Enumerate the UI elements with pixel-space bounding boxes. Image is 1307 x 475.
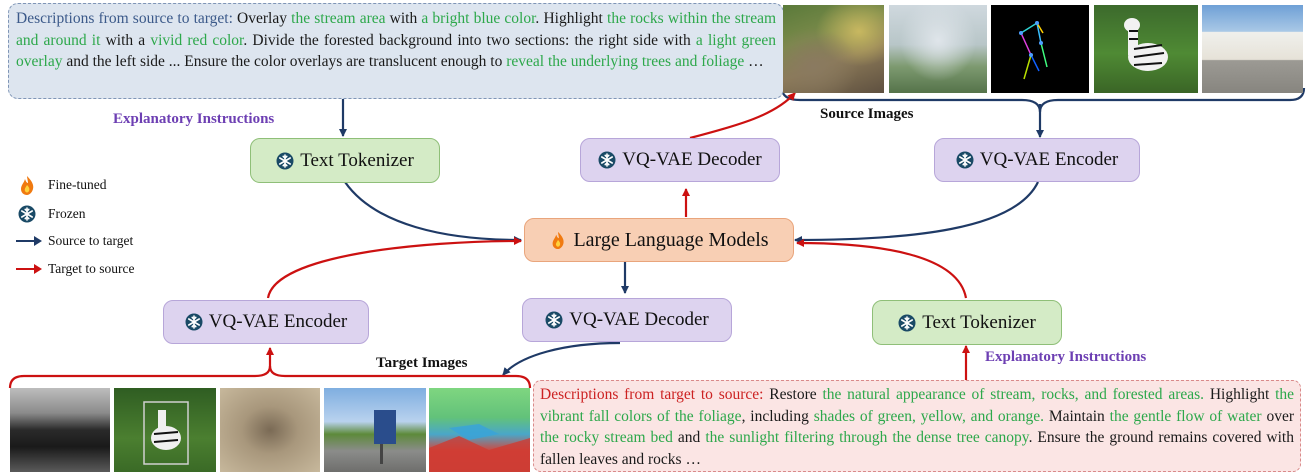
highlighted-phrase: the vibrant fall colors of the foliage (540, 386, 1295, 425)
description-text: Restore (763, 386, 823, 403)
explanatory-instructions-top-label: Explanatory Instructions (113, 111, 275, 127)
legend-frozen: Frozen (48, 206, 86, 221)
vqvae-encoder-bottom-label: VQ-VAE Encoder (208, 311, 348, 332)
snowflake-icon (184, 313, 203, 331)
arrow-decoder-to-target-images (502, 341, 621, 376)
description-text: Highlight (1204, 386, 1276, 403)
highlighted-phrase: a bright blue color (421, 10, 536, 27)
target-image-segmented-stream (429, 388, 530, 472)
description-text: … (744, 53, 764, 70)
description-header: Descriptions from source to target: (16, 10, 233, 27)
source-to-target-description: Descriptions from source to target: Over… (8, 3, 784, 99)
source-image-building-street (1202, 5, 1303, 93)
description-text: and the left side ... Ensure the color o… (62, 53, 507, 70)
description-text: Overlay (232, 10, 292, 27)
text-tokenizer-top: Text Tokenizer (250, 138, 440, 183)
snowflake-icon (898, 313, 917, 332)
highlighted-phrase: the rocks within the stream and around i… (16, 10, 777, 49)
vqvae-decoder-bottom-label: VQ-VAE Decoder (569, 309, 709, 330)
source-image-zebra (1094, 5, 1198, 93)
snowflake-icon (545, 311, 564, 329)
target-image-bird-fence (220, 388, 320, 472)
target-image-street-sign (324, 388, 426, 472)
large-language-models: Large Language Models (524, 218, 794, 262)
vqvae-encoder-top-label: VQ-VAE Encoder (979, 149, 1119, 170)
explanatory-instructions-bottom-label: Explanatory Instructions (985, 349, 1147, 365)
arrow-tokenizer-bottom-to-llm (796, 239, 968, 299)
legend-target-to-source: Target to source (48, 261, 135, 276)
description-header: Descriptions from target to source: (540, 386, 764, 403)
red-arrow-icon (16, 264, 42, 274)
vqvae-encoder-bottom: VQ-VAE Encoder (163, 300, 369, 344)
source-image-blurred-street (889, 5, 987, 93)
fire-icon (553, 231, 565, 249)
source-image-pose-skeleton (991, 5, 1089, 93)
arrow-tokenizer-to-llm (344, 181, 522, 244)
target-image-zebra-box (114, 388, 216, 472)
snowflake-icon (598, 151, 617, 169)
legend-source-to-target: Source to target (48, 233, 134, 248)
text-tokenizer-top-label: Text Tokenizer (300, 149, 414, 171)
description-text: with (385, 10, 422, 27)
description-text: and (672, 429, 706, 446)
description-text: , including (741, 407, 814, 425)
snowflake-icon (276, 151, 295, 170)
legend-fine-tuned: Fine-tuned (48, 177, 107, 192)
highlighted-phrase: reveal the underlying trees and foliage (506, 53, 745, 70)
text-tokenizer-bottom: Text Tokenizer (872, 300, 1062, 345)
description-text: Maintain (1043, 407, 1110, 425)
text-tokenizer-bottom-label: Text Tokenizer (922, 311, 1036, 333)
vqvae-decoder-bottom: VQ-VAE Decoder (522, 298, 732, 342)
description-text: . Ensure the ground remains covered with… (540, 429, 1294, 468)
vqvae-decoder-top: VQ-VAE Decoder (580, 138, 780, 182)
arrow-encoder-bottom-to-llm (266, 237, 522, 299)
highlighted-phrase: the rocky stream bed (540, 429, 673, 446)
highlighted-phrase: the stream area (291, 10, 386, 27)
description-text: over (1261, 407, 1294, 425)
vqvae-encoder-top: VQ-VAE Encoder (934, 138, 1140, 182)
description-text: . Highlight (535, 10, 608, 27)
fire-icon (21, 176, 34, 195)
snowflake-icon (955, 151, 974, 169)
source-images-label: Source Images (820, 106, 914, 122)
highlighted-phrase: shades of green, yellow, and orange. (813, 407, 1044, 425)
snowflake-icon (17, 204, 37, 224)
highlighted-phrase: the gentle flow of water (1109, 407, 1262, 425)
highlighted-phrase: a light green overlay (16, 31, 776, 71)
vqvae-decoder-top-label: VQ-VAE Decoder (622, 149, 762, 170)
arrow-encoder-to-llm (794, 181, 1039, 244)
llm-label: Large Language Models (573, 228, 769, 251)
blue-arrow-icon (16, 236, 42, 246)
highlighted-phrase: the sunlight filtering through the dense… (705, 429, 1029, 446)
target-images-label: Target Images (376, 355, 468, 371)
description-text: with a (100, 31, 151, 49)
description-text: . Divide the forested background into tw… (243, 31, 696, 49)
source-image-forest-stream (783, 5, 884, 93)
highlighted-phrase: vivid red color (150, 31, 244, 49)
arrow-decoder-to-source-images (689, 92, 796, 140)
highlighted-phrase: the natural appearance of stream, rocks,… (822, 386, 1205, 403)
target-to-source-description: Descriptions from target to source: Rest… (533, 380, 1301, 472)
target-image-depth-map (10, 388, 110, 472)
